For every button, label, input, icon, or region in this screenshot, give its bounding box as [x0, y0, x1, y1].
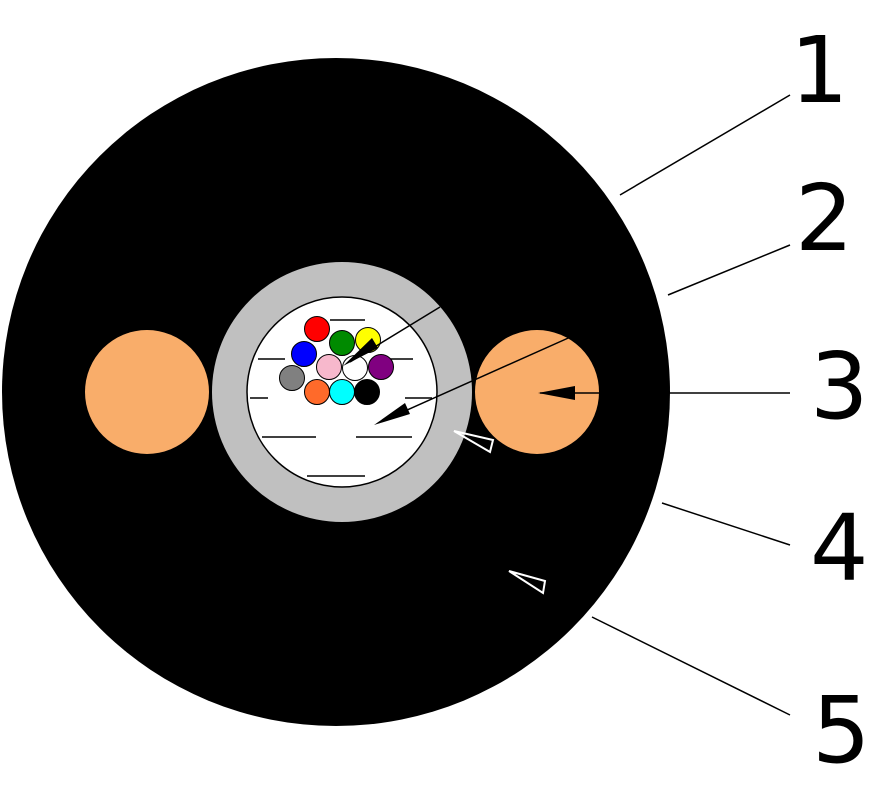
leader-lines	[591, 94, 791, 716]
label-3: 3	[810, 333, 869, 440]
gel-hatching	[250, 319, 432, 477]
label-5: 5	[812, 677, 871, 784]
strength-member-right	[475, 330, 599, 454]
label-2: 2	[795, 165, 854, 272]
label-4: 4	[810, 495, 869, 602]
fiber-pink	[316, 354, 342, 380]
fiber-orange	[304, 379, 330, 405]
fiber-red	[304, 316, 330, 342]
inner-pointers	[343, 306, 598, 595]
strength-member-left	[85, 330, 209, 454]
fiber-gray	[279, 365, 305, 391]
fiber-blue	[291, 341, 317, 367]
label-1: 1	[790, 17, 849, 124]
fiber-purple	[368, 354, 394, 380]
fiber-cyan	[329, 379, 355, 405]
fiber-black	[354, 379, 380, 405]
fiber-green	[329, 330, 355, 356]
